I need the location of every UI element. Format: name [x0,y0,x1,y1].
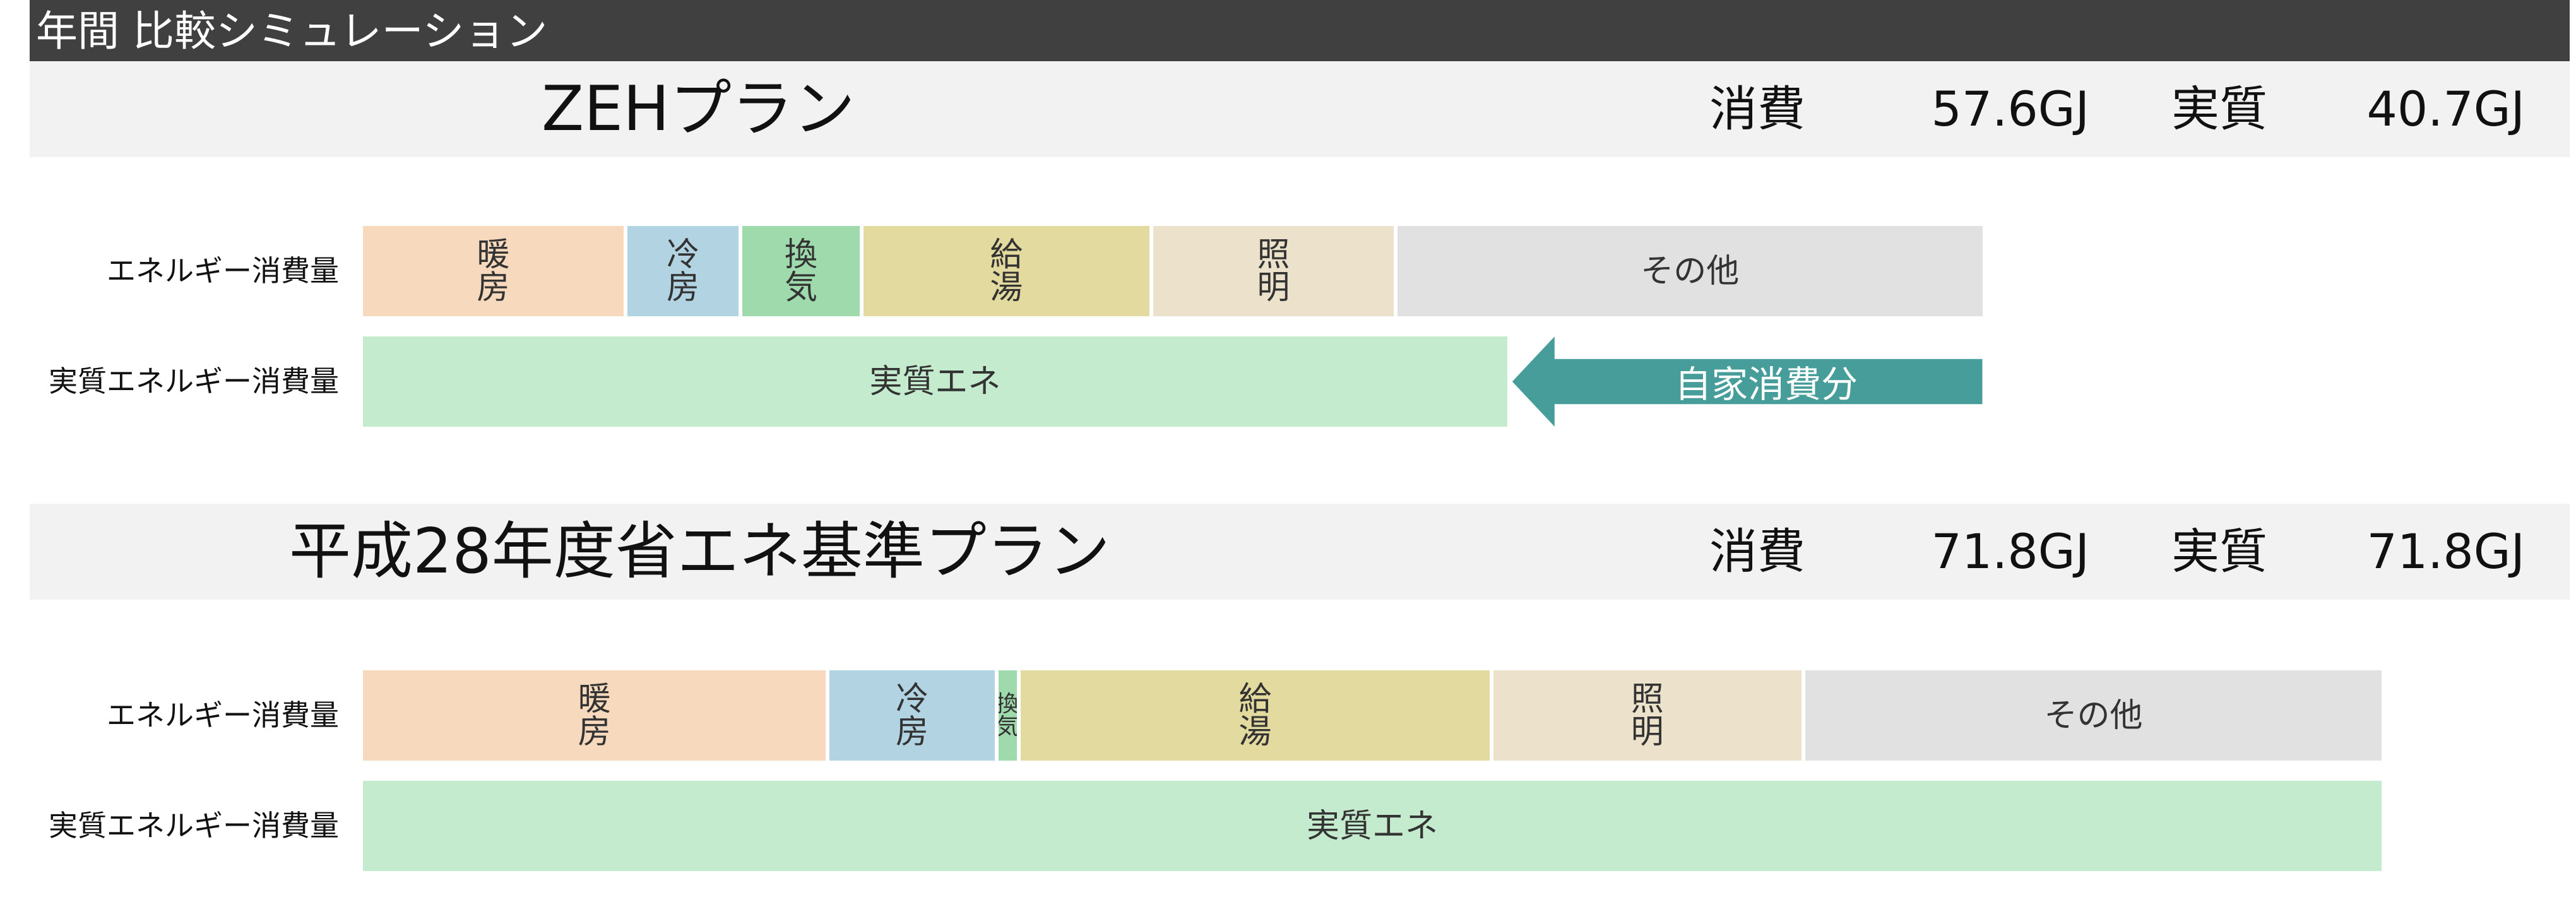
bar-segment-label: その他 [1641,252,1740,290]
bar-segment-label: 実質エネ [869,362,1001,401]
bar-segment-label: 暖 房 [578,680,611,751]
bar-segment-label: 照 明 [1630,680,1664,751]
bar-segment: 換 気 [998,670,1021,761]
bar-segment: その他 [1805,670,2382,761]
plan-band [30,61,2570,157]
page-title: 年間 比較シミュレーション [36,7,548,56]
bar-segment-label: 冷 房 [895,680,929,751]
bar-segment: 冷 房 [627,226,743,316]
bar-segment-label: 給 湯 [1238,680,1272,751]
bar-segment-label: 換 気 [785,235,818,307]
real-energy-row-label: 実質エネルギー消費量 [49,364,339,398]
bar-segment: 換 気 [742,226,864,316]
bar-segment: 照 明 [1493,670,1805,761]
consumption-value: 57.6GJ [1931,81,2089,137]
bar-segment-label: その他 [2044,696,2143,735]
consumption-label: 消費 [1709,81,1805,137]
real-label: 実質 [2171,523,2267,579]
plan-title: 平成28年度省エネ基準プラン [289,516,1110,588]
bar-segment: 給 湯 [863,226,1153,316]
bar-segment-label: 換 気 [998,691,1019,740]
plan-band [30,504,2570,600]
bar-segment-label: 照 明 [1257,235,1290,307]
self-consumption-label: 自家消費分 [1675,363,1858,406]
bar-segment: 暖 房 [363,670,830,761]
bar-segment: 暖 房 [363,226,627,316]
bar-segment: 照 明 [1153,226,1398,316]
energy-row-label: エネルギー消費量 [107,254,339,288]
bar-segment: 冷 房 [829,670,999,761]
real-energy-row-label: 実質エネルギー消費量 [49,809,339,843]
real-value: 40.7GJ [2366,81,2525,137]
bar-segment: 実質エネ [363,336,1507,427]
self-consumption-arrow: 自家消費分 [1512,336,1983,427]
plan-title: ZEHプラン [542,73,855,145]
header-bar [30,0,2570,61]
real-value: 71.8GJ [2366,523,2525,579]
bar-segment: 実質エネ [363,781,2382,871]
consumption-value: 71.8GJ [1931,523,2089,579]
real-label: 実質 [2171,81,2267,137]
bar-segment: 給 湯 [1021,670,1493,761]
bar-segment: その他 [1398,226,1983,316]
bar-segment-label: 冷 房 [666,235,699,307]
energy-row-label: エネルギー消費量 [107,698,339,732]
consumption-label: 消費 [1709,523,1805,579]
bar-segment-label: 給 湯 [990,235,1023,307]
bar-segment-label: 実質エネ [1306,807,1438,845]
bar-segment-label: 暖 房 [477,235,510,307]
